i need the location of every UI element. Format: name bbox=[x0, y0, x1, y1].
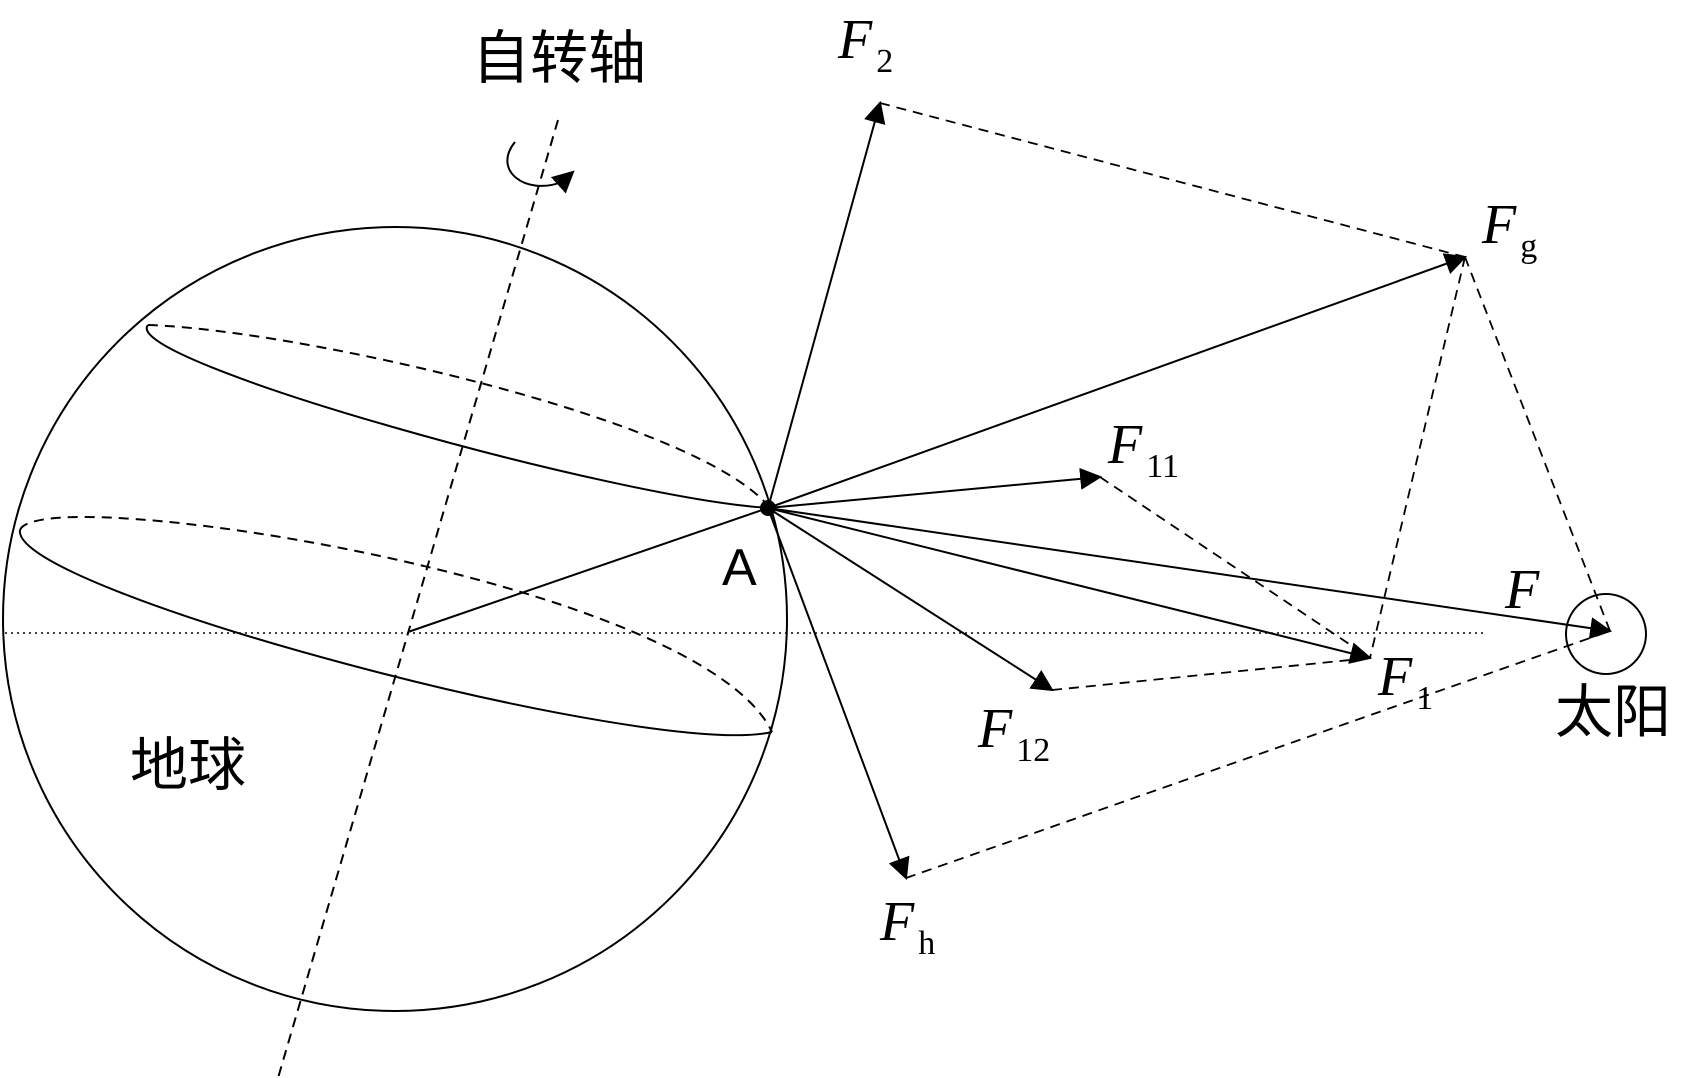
point-a-dot bbox=[760, 500, 776, 516]
vector-f11 bbox=[767, 467, 1103, 509]
vector-f bbox=[767, 507, 1613, 640]
dashed-fg-f1 bbox=[1369, 256, 1466, 659]
label-f: F bbox=[1504, 559, 1540, 621]
upper-latitude-back bbox=[147, 324, 771, 509]
sun-label: 太阳 bbox=[1555, 678, 1671, 746]
lower-latitude-front bbox=[18, 529, 773, 737]
dashed-f11-f1 bbox=[1099, 476, 1371, 659]
vector-f1 bbox=[767, 507, 1373, 664]
sun-circle bbox=[1565, 593, 1647, 675]
vector-fg bbox=[767, 253, 1468, 509]
point-a-label: A bbox=[722, 539, 757, 597]
vector-f12 bbox=[767, 507, 1054, 692]
dashed-fh-sun bbox=[905, 630, 1611, 879]
lower-latitude-back bbox=[19, 516, 773, 733]
vector-f2 bbox=[767, 100, 886, 509]
earth-circle bbox=[2, 226, 788, 1012]
dashed-f12-f1 bbox=[1051, 657, 1371, 691]
dashed-f2-fg bbox=[879, 102, 1466, 258]
rotation-axis-label: 自转轴 bbox=[472, 24, 646, 92]
center-to-a-line bbox=[407, 507, 769, 633]
rotation-arrow-icon bbox=[506, 141, 575, 194]
rotation-axis bbox=[277, 119, 559, 1078]
vector-fh bbox=[767, 507, 910, 881]
earth-label: 地球 bbox=[130, 731, 246, 799]
upper-latitude-front bbox=[145, 324, 771, 509]
